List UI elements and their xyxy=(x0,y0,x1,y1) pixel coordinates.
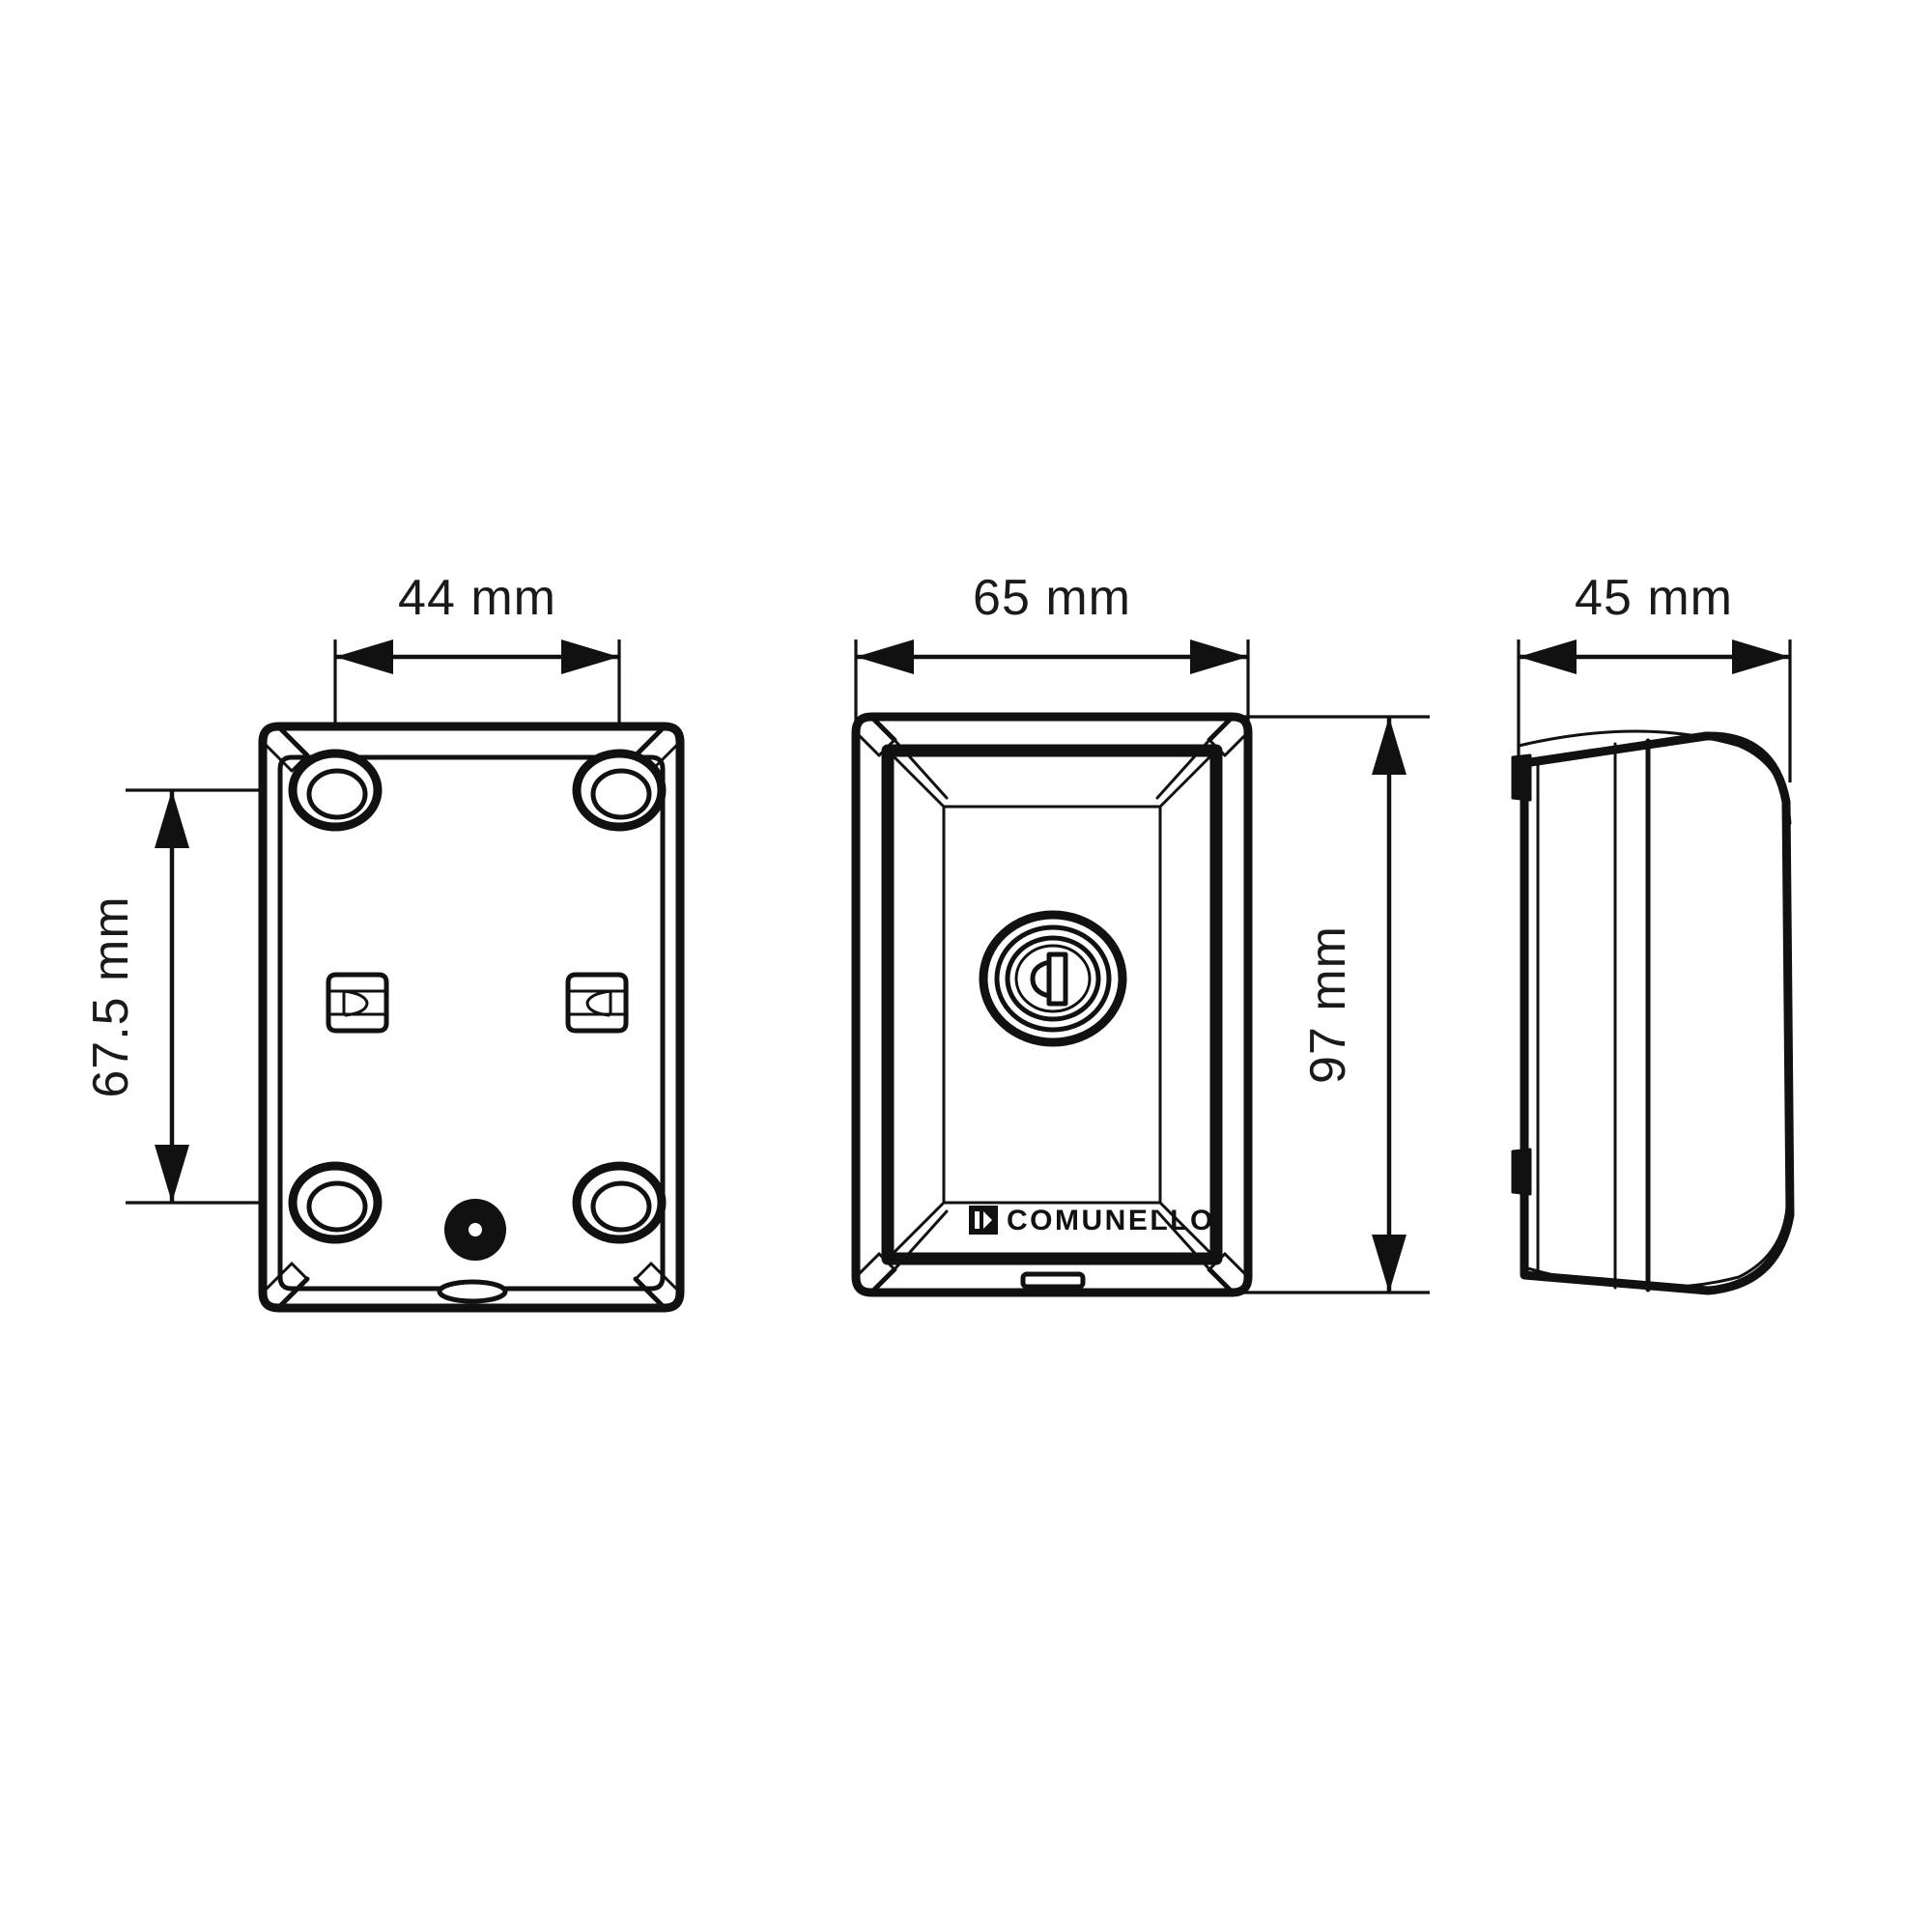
back-view: 44 mm 67.5 mm xyxy=(83,570,685,1313)
mounting-hole-bottom-left xyxy=(288,1161,383,1244)
mounting-hole-top-right xyxy=(572,749,667,832)
clip-left xyxy=(326,972,389,1034)
bottom-tab xyxy=(1020,1271,1086,1290)
screw-boss xyxy=(444,1199,506,1261)
side-view: 45 mm xyxy=(1511,570,1795,1295)
dimension-97mm-label: 97 mm xyxy=(1300,925,1356,1084)
dimension-97mm: 97 mm xyxy=(1236,715,1430,1294)
mounting-hole-bottom-right xyxy=(572,1161,667,1244)
dimension-675mm: 67.5 mm xyxy=(83,788,338,1205)
brand-name-label: COMUNELLO xyxy=(1007,1205,1215,1236)
dimension-65mm: 65 mm xyxy=(854,570,1250,763)
comunello-mark-icon xyxy=(969,1206,998,1235)
clip-right xyxy=(565,972,629,1034)
dimension-45mm-label: 45 mm xyxy=(1575,570,1733,626)
key-cylinder xyxy=(979,910,1127,1047)
mounting-hole-top-left xyxy=(288,749,383,832)
dimension-44mm-label: 44 mm xyxy=(398,570,556,626)
dimension-65mm-label: 65 mm xyxy=(973,570,1131,626)
dimension-675mm-label: 67.5 mm xyxy=(83,895,139,1097)
keyhole-slot xyxy=(1030,952,1068,1007)
dimension-44mm: 44 mm xyxy=(333,570,621,795)
front-view: 65 mm 97 mm xyxy=(851,570,1430,1297)
back-shell-outline xyxy=(258,722,685,1313)
dimension-45mm: 45 mm xyxy=(1517,570,1792,782)
tab-lower xyxy=(1511,1148,1532,1196)
bottom-notch xyxy=(437,1279,508,1304)
tab-upper xyxy=(1511,753,1532,802)
brand-logo: COMUNELLO xyxy=(969,1205,1215,1236)
side-profile-outline xyxy=(1517,729,1795,1295)
